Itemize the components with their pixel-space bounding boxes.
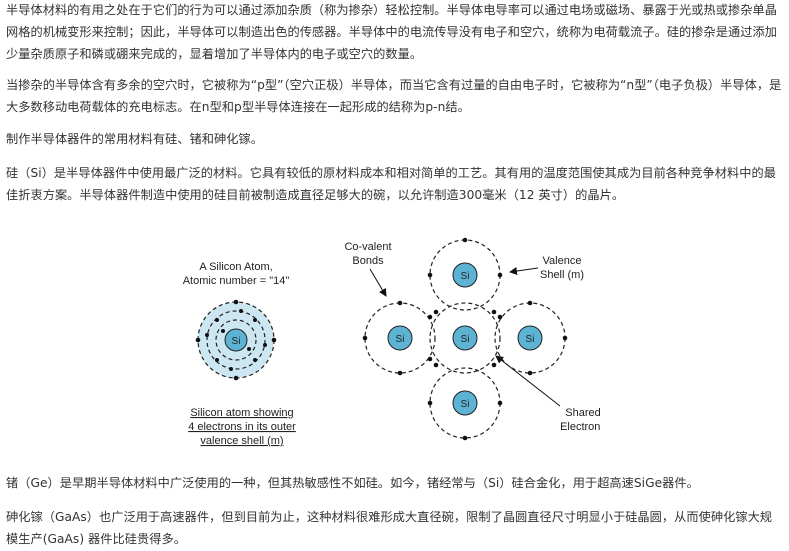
- atom-title-line2: Atomic number = "14": [183, 275, 290, 287]
- electron: [462, 435, 468, 441]
- electron: [497, 272, 503, 278]
- shared-electron: [491, 362, 497, 368]
- lattice-symbol-bottom: Si: [461, 399, 470, 410]
- paragraph-materials: 制作半导体器件的常用材料有硅、锗和砷化镓。: [6, 132, 263, 146]
- atom-nucleus: [224, 328, 248, 352]
- silicon-lattice: Si Si Si Si Si: [362, 237, 568, 441]
- shared-electrons-label-line2: Electrons: [560, 421, 600, 433]
- electron: [427, 272, 433, 278]
- electron: [362, 335, 368, 341]
- atom-symbol: Si: [232, 336, 241, 347]
- electron: [195, 337, 201, 343]
- electron: [229, 367, 233, 371]
- lattice-nucleus-bottom: [452, 390, 478, 416]
- paragraph-gallium-arsenide: 砷化镓（GaAs）也广泛用于高速器件，但到目前为止，这种材料很难形成大直径碗，限…: [6, 510, 773, 546]
- caption-line3: valence shell (m): [200, 435, 283, 447]
- lattice-symbol-top: Si: [461, 271, 470, 282]
- covalent-bonds-label-line1: Co-valent: [344, 241, 391, 253]
- shared-electron: [491, 309, 497, 315]
- electron: [462, 237, 468, 243]
- electron: [215, 318, 219, 322]
- valence-shell-label-line2: Shell (m): [540, 269, 584, 281]
- electron: [233, 375, 239, 381]
- covalent-bonds-label-line2: Bonds: [352, 255, 384, 267]
- shared-electrons-label-line1: Shared: [565, 407, 600, 419]
- paragraph-silicon: 硅（Si）是半导体器件中使用最广泛的材料。它具有较低的原材料成本和相对简单的工艺…: [6, 166, 776, 202]
- valence-shell-label-line1: Valence: [543, 255, 582, 267]
- lattice-symbol-left: Si: [396, 334, 405, 345]
- caption-line1: Silicon atom showing: [190, 407, 293, 419]
- paragraph-p-n-type: 当掺杂的半导体含有多余的空穴时，它被称为“p型”（空穴正极）半导体，而当它含有过…: [6, 78, 782, 114]
- electron: [562, 335, 568, 341]
- paragraph-doping-intro: 半导体材料的有用之处在于它们的行为可以通过添加杂质（称为掺杂）轻松控制。半导体电…: [6, 3, 777, 61]
- shared-electrons-arrow: [495, 355, 561, 407]
- electron: [233, 299, 239, 305]
- electron: [215, 358, 219, 362]
- electron: [397, 370, 403, 376]
- silicon-diagram-svg: A Silicon Atom, Atomic number = "14" Si: [183, 237, 606, 447]
- shared-electron: [433, 309, 439, 315]
- valence-shell-arrow: [509, 267, 539, 275]
- electron: [527, 370, 533, 376]
- electron: [239, 309, 243, 313]
- electron: [271, 337, 277, 343]
- lattice-shell-center: [429, 302, 501, 374]
- lattice-nucleus-top: [452, 262, 478, 288]
- electron: [221, 329, 225, 333]
- lattice-nucleus-center: [452, 325, 478, 351]
- covalent-bonds-arrow: [369, 268, 387, 297]
- electron: [427, 400, 433, 406]
- shared-electron: [427, 314, 433, 320]
- shared-electron: [497, 314, 503, 320]
- silicon-atom-figure: A Silicon Atom, Atomic number = "14" Si: [160, 232, 606, 457]
- electron: [397, 300, 403, 306]
- shared-electron: [427, 356, 433, 362]
- single-silicon-atom: Si: [195, 299, 277, 381]
- electron: [527, 300, 533, 306]
- electron: [253, 318, 257, 322]
- lattice-symbol-right: Si: [526, 334, 535, 345]
- lattice-nucleus-left: [387, 325, 413, 351]
- electron: [497, 400, 503, 406]
- inner-shell: [215, 319, 257, 361]
- middle-shell: [206, 310, 266, 370]
- electron: [247, 347, 251, 351]
- electron: [205, 333, 209, 337]
- lattice-nucleus-right: [517, 325, 543, 351]
- atom-title-line1: A Silicon Atom,: [199, 261, 272, 273]
- paragraph-germanium: 锗（Ge）是早期半导体材料中广泛使用的一种，但其热敏感性不如硅。如今，锗经常与（…: [6, 476, 699, 490]
- shared-electron: [433, 362, 439, 368]
- shared-electron: [497, 356, 503, 362]
- lattice-symbol-center: Si: [461, 334, 470, 345]
- caption-line2: 4 electrons in its outer: [188, 421, 296, 433]
- electron: [253, 358, 257, 362]
- electron: [263, 343, 267, 347]
